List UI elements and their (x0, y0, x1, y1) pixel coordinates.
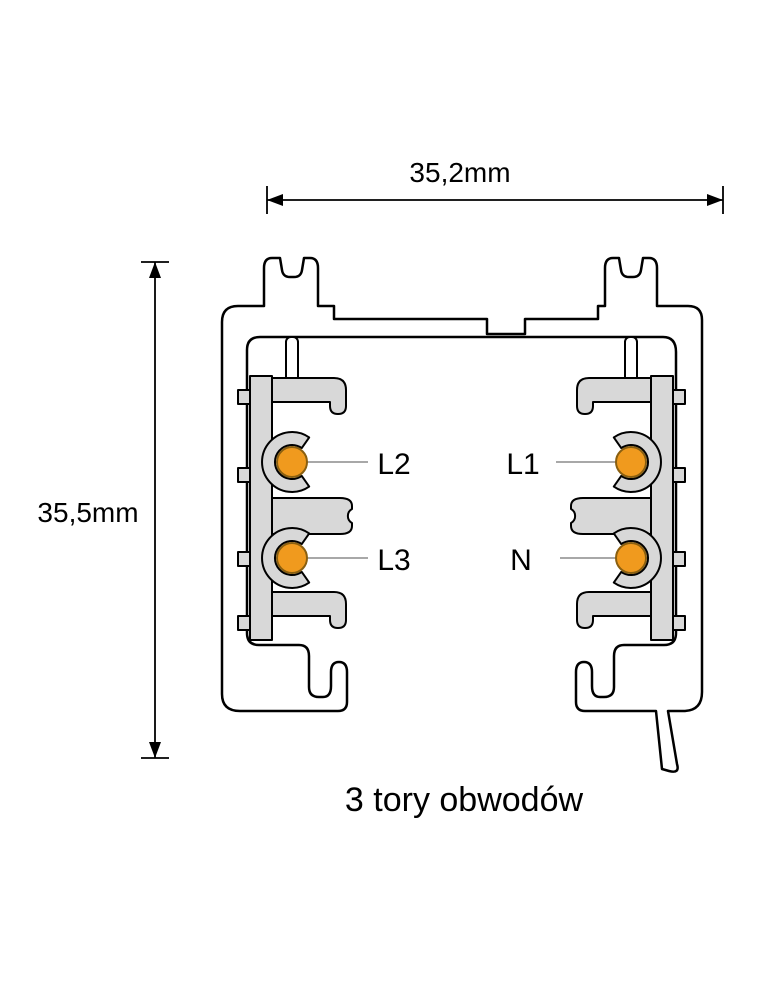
caption: 3 tory obwodów (345, 781, 584, 819)
conductor-label-l2: L2 (377, 448, 410, 481)
height-dimension (141, 261, 169, 759)
suspension-clip-right (624, 336, 638, 384)
conductor-socket-lower (261, 527, 311, 589)
carrier-finger-top (576, 377, 652, 415)
conductor-contact-l2 (276, 446, 308, 478)
arrow-down-icon (149, 742, 161, 758)
height-dimension-label: 35,5mm (37, 497, 138, 528)
conductor-contact-l1 (615, 446, 647, 478)
carrier-finger-bottom (576, 591, 652, 629)
conductor-socket-upper (612, 431, 662, 493)
conductor-contact-l3 (276, 542, 308, 574)
carrier-finger-top (271, 377, 347, 415)
suspension-clip-left (285, 336, 299, 384)
conductor-contact-n (615, 542, 647, 574)
arrow-up-icon (149, 262, 161, 278)
arrow-left-icon (267, 194, 283, 206)
conductor-carrier-left (237, 375, 353, 641)
width-dimension-label: 35,2mm (409, 157, 510, 188)
track-profile-outline (220, 256, 704, 773)
carrier-finger-middle (271, 497, 353, 535)
carrier-finger-middle (570, 497, 652, 535)
conductor-carrier-right (570, 375, 686, 641)
conductor-label-l3: L3 (377, 544, 410, 577)
arrow-right-icon (707, 194, 723, 206)
width-dimension (266, 186, 724, 214)
carrier-spine (650, 375, 674, 641)
carrier-spine (249, 375, 273, 641)
conductor-socket-lower (612, 527, 662, 589)
conductor-label-l1: L1 (506, 448, 539, 481)
carrier-finger-bottom (271, 591, 347, 629)
conductor-label-n: N (510, 544, 532, 577)
conductor-socket-upper (261, 431, 311, 493)
